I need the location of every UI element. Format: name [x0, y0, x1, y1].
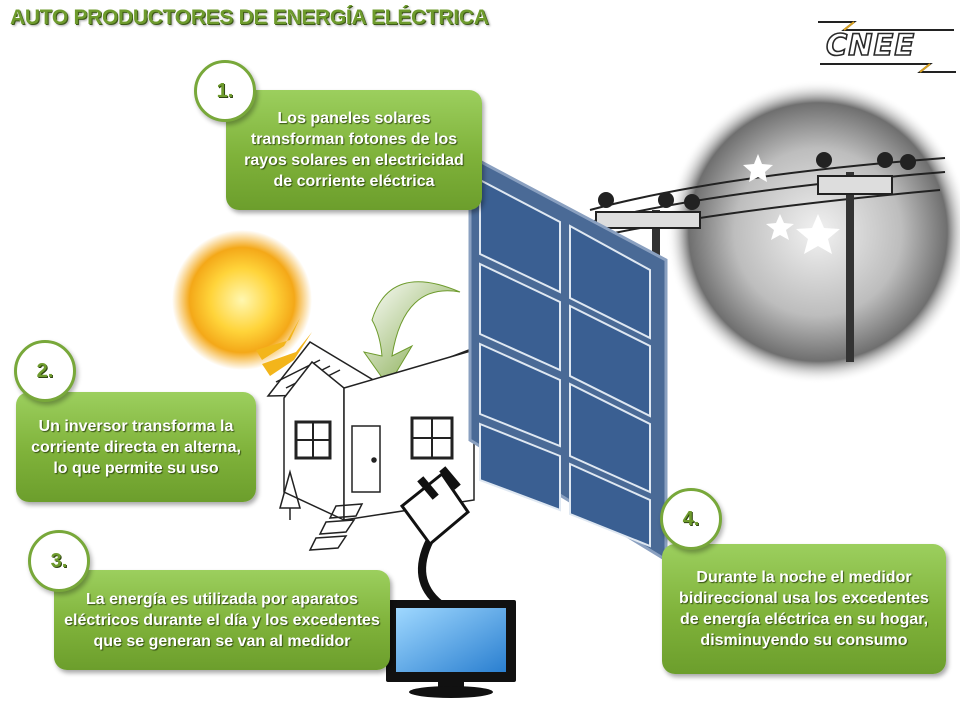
page-title: AUTO PRODUCTORES DE ENERGÍA ELÉCTRICA — [10, 6, 489, 29]
star-icon — [743, 154, 773, 182]
plug-icon — [399, 466, 471, 608]
cnee-logo: CNEE — [814, 14, 960, 76]
step-2-badge: 2. — [14, 340, 76, 402]
step-3-number: 3. — [50, 549, 68, 572]
step-3-badge: 3. — [28, 530, 90, 592]
step-4-text: Durante la noche el medidor bidirecciona… — [679, 569, 929, 649]
step-2-number: 2. — [36, 359, 54, 382]
logo-text: CNEE — [825, 27, 916, 63]
step-1-box: Los paneles solares transforman fotones … — [226, 90, 482, 210]
step-4-number: 4. — [682, 507, 700, 530]
step-4-box: Durante la noche el medidor bidirecciona… — [662, 544, 946, 674]
step-1-number: 1. — [216, 79, 234, 102]
step-4-badge: 4. — [660, 488, 722, 550]
star-icon — [766, 214, 794, 240]
utility-pole-right — [816, 152, 916, 362]
curved-arrow-icon — [362, 281, 461, 387]
sun — [172, 230, 312, 370]
solar-panel — [468, 153, 668, 563]
lightning-bolt-icon — [818, 21, 956, 73]
step-2-text: Un inversor transforma la corriente dire… — [31, 417, 241, 477]
star-icon — [796, 214, 840, 254]
step-1-text: Los paneles solares transforman fotones … — [244, 110, 464, 190]
step-1-badge: 1. — [194, 60, 256, 122]
tv-icon — [386, 600, 516, 698]
step-3-text: La energía es utilizada por aparatos elé… — [64, 590, 380, 650]
step-3-box: La energía es utilizada por aparatos elé… — [54, 570, 390, 670]
step-2-box: Un inversor transforma la corriente dire… — [16, 392, 256, 502]
